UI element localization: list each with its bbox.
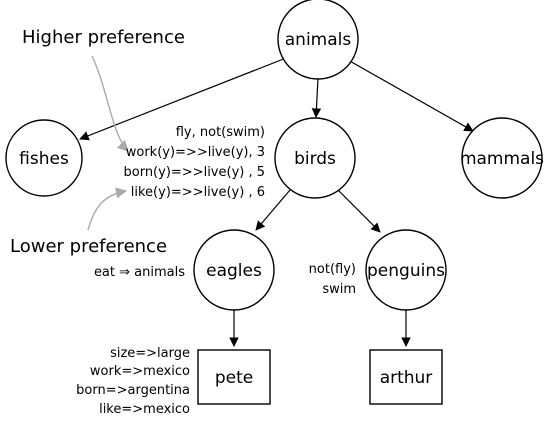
node-pete[interactable]: pete — [197, 349, 271, 405]
node-arthur[interactable]: arthur — [369, 349, 443, 405]
penguins-annotation-line: not(fly) — [309, 262, 356, 277]
node-animals[interactable]: animals — [277, 0, 359, 80]
pete-annotation-line: born=>argentina — [76, 383, 190, 398]
node-fishes[interactable]: fishes — [5, 119, 83, 197]
eagles-annotation-line: eat ⇒ animals — [94, 265, 185, 280]
edge-birds-penguins — [337, 189, 381, 233]
node-mammals[interactable]: mammals — [460, 117, 544, 199]
node-penguins[interactable]: penguins — [365, 229, 447, 311]
node-eagles-label: eagles — [206, 261, 262, 281]
edge-animals-mammals — [347, 59, 474, 132]
node-birds[interactable]: birds — [274, 117, 356, 199]
node-eagles[interactable]: eagles — [193, 229, 275, 311]
node-penguins-label: penguins — [367, 261, 445, 281]
higher-preference-pointer — [91, 55, 129, 152]
lower-preference-pointer — [87, 187, 128, 231]
lower-preference-label: Lower preference — [10, 236, 167, 257]
node-birds-label: birds — [294, 149, 336, 169]
penguins-annotation-line: swim — [322, 282, 356, 297]
edge-birds-eagles — [255, 189, 291, 231]
birds-annotation-line: fly, not(swim) — [176, 125, 265, 140]
node-pete-label: pete — [215, 368, 253, 388]
node-arthur-label: arthur — [380, 368, 433, 388]
birds-annotation-line: born(y)=>>live(y) , 5 — [124, 165, 266, 180]
edge-animals-birds — [311, 77, 322, 118]
pete-annotation-line: like=>mexico — [99, 402, 190, 417]
birds-annotation-line: like(y)=>>live(y) , 6 — [131, 185, 265, 200]
pete-annotation-line: size=>large — [110, 346, 190, 361]
pete-annotation-line: work=>mexico — [90, 364, 190, 379]
higher-preference-label: Higher preference — [22, 27, 185, 48]
node-fishes-label: fishes — [19, 149, 69, 169]
birds-annotation-line: work(y)=>>live(y), 3 — [126, 145, 265, 160]
node-animals-label: animals — [285, 30, 352, 50]
node-mammals-label: mammals — [460, 149, 544, 169]
